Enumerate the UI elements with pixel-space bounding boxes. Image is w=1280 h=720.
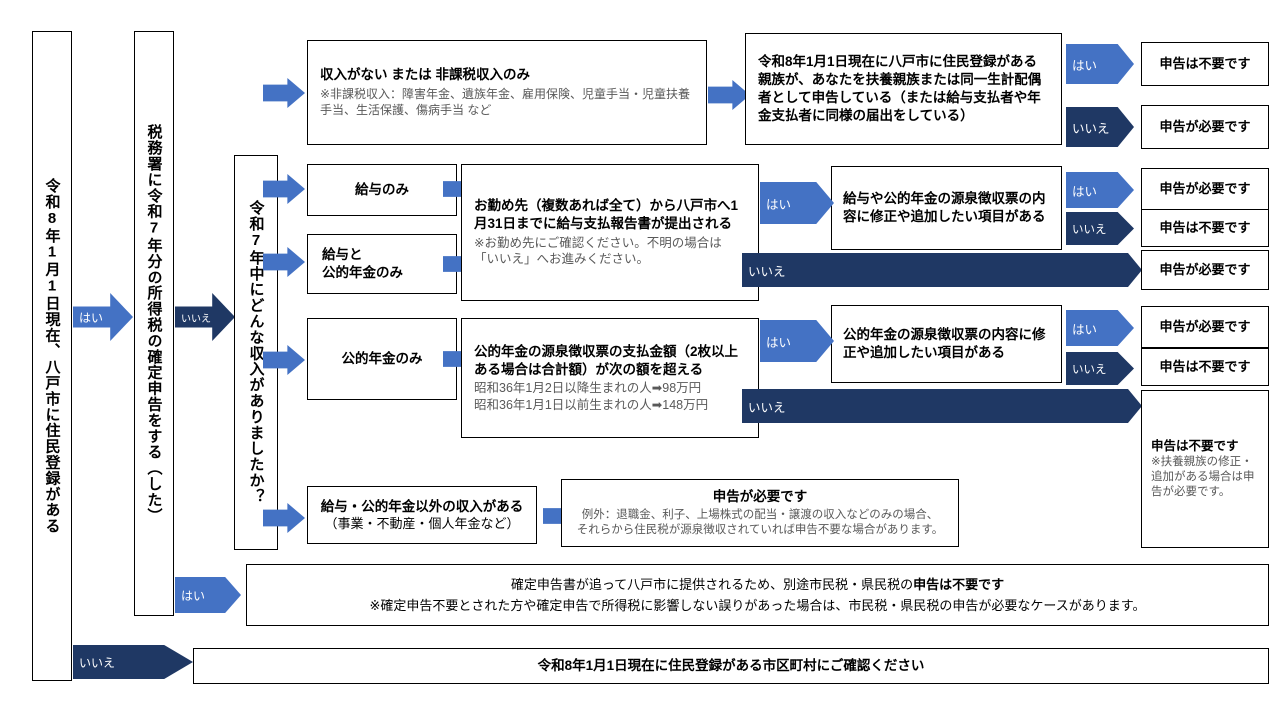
arrow-fix-pension-yes: はい	[1066, 310, 1134, 346]
arrow-kakutei-no: いいえ	[175, 293, 235, 341]
node-income-none-label: 収入がない または 非課税収入のみ	[320, 67, 531, 83]
arrow-kakutei-yes: はい	[175, 577, 241, 613]
node-q-pension-amount: 公的年金の源泉徴収票の支払金額（2枚以上ある場合は合計額）が次の額を超える 昭和…	[461, 318, 759, 438]
kakutei-line1-a: 確定申告書が追って八戸市に提供されるため、別途市民税・県民税の	[510, 577, 914, 593]
arrow-fix-pension-no-label: いいえ	[1072, 363, 1107, 376]
result-box-5-label: 申告が必要です	[1159, 262, 1251, 278]
arrow-fix-salary-no: いいえ	[1066, 212, 1134, 245]
result-box-5: 申告が必要です	[1141, 250, 1269, 290]
node-result-other-city-label: 令和8年1月1日現在に住民登録がある市区町村にご確認ください	[537, 658, 925, 674]
result-box-4-label: 申告は不要です	[1159, 220, 1251, 236]
node-result-other-income-note1: 例外：退職金、利子、上場株式の配当・譲渡の収入などのみの場合、	[581, 508, 939, 521]
node-income-salary-label: 給与のみ	[355, 182, 409, 198]
arrow-fix-salary-yes: はい	[1066, 172, 1134, 208]
arrow-start-yes: はい	[73, 293, 133, 341]
node-income-none: 収入がない または 非課税収入のみ ※非課税収入：障害年金、遺族年金、雇用保険、…	[307, 40, 707, 145]
node-result-other-income-note2: それらから住民税が源泉徴収されていれば申告不要な場合があります。	[576, 523, 944, 536]
arrow-fix-salary-no-label: いいえ	[1072, 223, 1107, 236]
node-income-pension-label: 公的年金のみ	[341, 351, 423, 367]
arrow-salary-report-no-label: いいえ	[748, 264, 786, 279]
node-q-salary-report: お勤め先（複数あれば全て）から八戸市へ1月31日までに給与支払報告書が提出される…	[461, 164, 759, 301]
kakutei-line1-b: 申告は不要です	[913, 577, 1005, 593]
arrow-dependent-yes-label: はい	[1072, 58, 1098, 73]
arrow-fix-pension-no: いいえ	[1066, 352, 1134, 385]
node-income-other-label: 給与・公的年金以外の収入がある	[320, 498, 524, 514]
result-box-4: 申告は不要です	[1141, 209, 1269, 247]
result-box-7-label: 申告は不要です	[1159, 359, 1251, 375]
node-kakutei-shinkoku: 税務署に令和7年分の所得税の確定申告をする（した）	[134, 31, 174, 616]
arrow-pension-amount-yes-label: はい	[766, 335, 792, 350]
node-start-residency-label: 令和8年1月1日現在、八戸市に住民登録がある	[43, 178, 61, 534]
node-income-none-note: ※非課税収入：障害年金、遺族年金、雇用保険、児童手当・児童扶養手当、生活保護、傷…	[320, 87, 691, 117]
result-box-7: 申告は不要です	[1141, 348, 1269, 386]
node-q-dependent: 令和8年1月1日現在に八戸市に住民登録がある親族が、あなたを扶養親族または同一生…	[745, 33, 1062, 145]
result-box-8-with-note: 申告は不要です ※扶養親族の修正・追加がある場合は申告が必要です。	[1141, 390, 1269, 548]
arrow-kakutei-no-label: いいえ	[181, 313, 211, 325]
arrow-none-to-dependent	[708, 80, 750, 110]
node-income-salary-pension: 給与と 公的年金のみ	[307, 234, 457, 294]
node-result-kakutei-done-line2: ※確定申告不要とされた方や確定申告で所得税に影響しない誤りがあった場合は、市民税…	[369, 597, 1146, 613]
node-result-kakutei-done-line1: 確定申告書が追って八戸市に提供されるため、別途市民税・県民税の申告は不要です	[257, 576, 1258, 593]
node-q-withholding-fix-pension-label: 公的年金の源泉徴収票の内容に修正や追加したい項目がある	[843, 327, 1046, 360]
node-q-withholding-fix-pension: 公的年金の源泉徴収票の内容に修正や追加したい項目がある	[831, 305, 1062, 383]
node-income-other-note: （事業・不動産・個人年金など）	[324, 516, 520, 532]
node-start-residency: 令和8年1月1日現在、八戸市に住民登録がある	[32, 31, 72, 681]
node-income-other: 給与・公的年金以外の収入がある （事業・不動産・個人年金など）	[307, 486, 537, 544]
result-box-1: 申告は不要です	[1141, 42, 1269, 86]
node-income-question-label: 令和7年中にどんな収入がありましたか？	[247, 200, 265, 505]
arrow-start-yes-label: はい	[79, 310, 104, 325]
result-box-2: 申告が必要です	[1141, 105, 1269, 149]
node-q-pension-amount-note2: 昭和36年1月1日以前生まれの人➡148万円	[474, 397, 709, 412]
result-box-2-label: 申告が必要です	[1159, 119, 1251, 135]
node-q-pension-amount-note1: 昭和36年1月2日以降生まれの人➡98万円	[474, 381, 702, 396]
result-box-6-label: 申告が必要です	[1159, 319, 1251, 335]
result-box-8-main: 申告は不要です	[1151, 439, 1239, 454]
node-q-salary-report-note: ※お勤め先にご確認ください。不明の場合は「いいえ」へお進みください。	[474, 235, 722, 267]
node-q-pension-amount-main: 公的年金の源泉徴収票の支払金額（2枚以上ある場合は合計額）が次の額を超える	[474, 343, 739, 377]
arrow-dependent-no: いいえ	[1066, 107, 1134, 147]
arrow-fix-pension-yes-label: はい	[1072, 322, 1098, 337]
arrow-salary-report-yes-label: はい	[766, 197, 792, 212]
node-result-other-income-main: 申告が必要です	[712, 488, 808, 504]
node-q-withholding-fix-salary-label: 給与や公的年金の源泉徴収票の内容に修正や追加したい項目がある	[843, 191, 1046, 224]
arrow-fix-salary-yes-label: はい	[1072, 184, 1098, 199]
arrow-pension-amount-no-label: いいえ	[748, 400, 786, 415]
arrow-dependent-no-label: いいえ	[1072, 121, 1110, 136]
result-box-3: 申告が必要です	[1141, 168, 1269, 210]
arrow-to-income-none	[263, 78, 305, 108]
arrow-start-no: いいえ	[73, 645, 193, 679]
node-income-salary-pension-label: 給与と 公的年金のみ	[322, 247, 403, 280]
arrow-kakutei-yes-label: はい	[181, 588, 206, 603]
arrow-pension-amount-yes: はい	[760, 320, 834, 362]
result-box-8-note: ※扶養親族の修正・追加がある場合は申告が必要です。	[1151, 455, 1255, 498]
node-result-other-city: 令和8年1月1日現在に住民登録がある市区町村にご確認ください	[193, 648, 1269, 684]
result-box-6: 申告が必要です	[1141, 306, 1269, 348]
arrow-pension-amount-no: いいえ	[742, 389, 1142, 423]
node-q-withholding-fix-salary: 給与や公的年金の源泉徴収票の内容に修正や追加したい項目がある	[831, 166, 1062, 250]
result-box-1-label: 申告は不要です	[1159, 56, 1251, 72]
node-q-salary-report-main: お勤め先（複数あれば全て）から八戸市へ1月31日までに給与支払報告書が提出される	[474, 198, 739, 231]
node-income-pension: 公的年金のみ	[307, 318, 457, 400]
node-result-other-income: 申告が必要です 例外：退職金、利子、上場株式の配当・譲渡の収入などのみの場合、 …	[561, 479, 959, 547]
result-box-3-label: 申告が必要です	[1159, 181, 1251, 197]
arrow-salary-report-no: いいえ	[742, 253, 1142, 287]
node-income-salary: 給与のみ	[307, 164, 457, 216]
node-q-dependent-label: 令和8年1月1日現在に八戸市に住民登録がある親族が、あなたを扶養親族または同一生…	[758, 54, 1042, 123]
arrow-start-no-label: いいえ	[79, 655, 116, 670]
node-result-kakutei-done: 確定申告書が追って八戸市に提供されるため、別途市民税・県民税の申告は不要です ※…	[246, 564, 1269, 626]
arrow-salary-report-yes: はい	[760, 182, 834, 224]
arrow-dependent-yes: はい	[1066, 44, 1134, 84]
node-kakutei-shinkoku-label: 税務署に令和7年分の所得税の確定申告をする（した）	[145, 123, 163, 524]
